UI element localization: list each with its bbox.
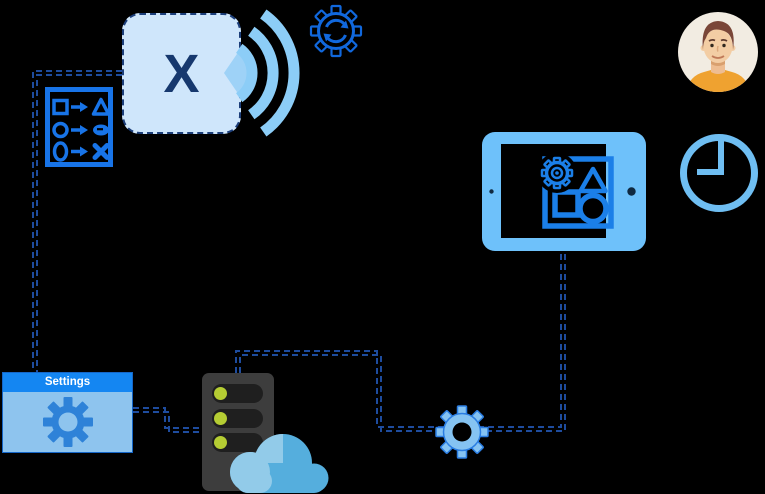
tablet-shapes-icon — [537, 153, 614, 229]
wireless-signal-icon — [224, 9, 300, 137]
tablet-home-button — [627, 187, 636, 196]
clock-hands — [697, 140, 724, 175]
avatar-shirt — [686, 68, 750, 92]
sync-gear-icon — [309, 4, 363, 58]
server-icon — [202, 373, 329, 493]
cloud-icon — [230, 434, 329, 493]
avatar-hair — [702, 21, 734, 50]
gear-icon — [435, 405, 489, 459]
custom-connector-box: X — [122, 13, 241, 134]
refresh-arrows — [323, 18, 349, 44]
connection-server-to-tablet-2 — [239, 253, 566, 432]
settings-gear-icon — [42, 397, 93, 447]
tablet-gear-icon — [537, 153, 577, 193]
connection-server-to-tablet — [235, 253, 562, 428]
connection-box-to-settings-2 — [36, 74, 122, 372]
tablet-left-button — [489, 189, 494, 194]
tablet-device-icon — [482, 132, 646, 251]
connector-box-label: X — [163, 43, 200, 104]
settings-titlebar: Settings — [3, 373, 132, 392]
clock-icon — [680, 134, 758, 212]
user-avatar — [678, 12, 758, 92]
settings-window-body — [3, 392, 132, 452]
workflow-rules-icon — [45, 87, 113, 167]
server-leds — [214, 387, 227, 449]
settings-window: Settings — [2, 372, 133, 453]
connection-settings-to-server-2 — [133, 411, 202, 433]
connection-settings-to-server — [133, 407, 202, 429]
